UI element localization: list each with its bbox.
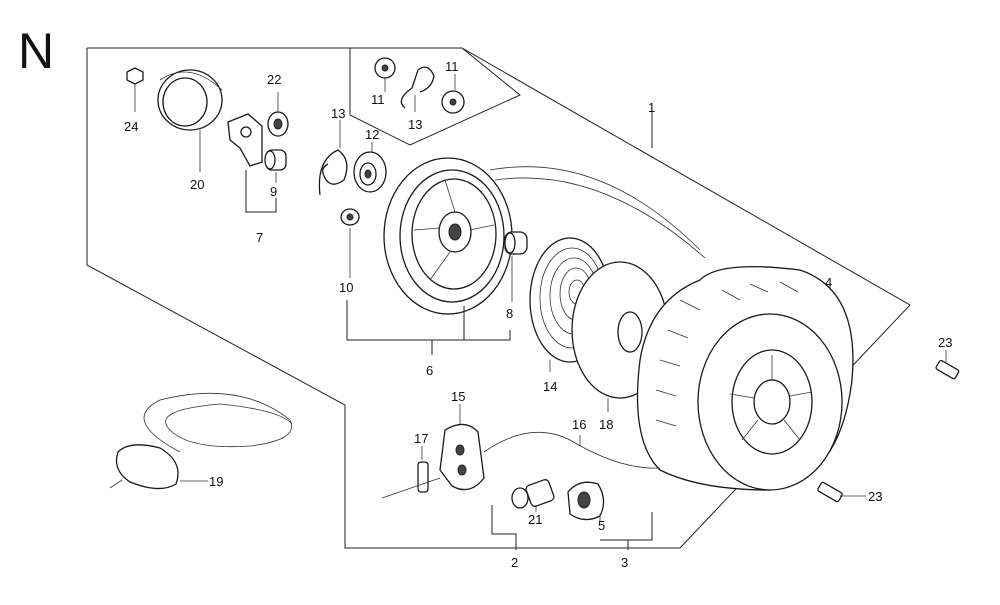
washer-11-left — [374, 57, 396, 92]
rope-handle-19 — [109, 392, 293, 490]
callout-24: 24 — [124, 119, 138, 134]
callout-13-inset: 13 — [408, 117, 422, 132]
callout-16: 16 — [572, 417, 586, 432]
nut-24 — [126, 67, 144, 112]
callout-23-lower: 23 — [868, 489, 882, 504]
callout-5: 5 — [598, 518, 605, 533]
callout-6-bracket — [346, 300, 511, 341]
spring-13-inset — [400, 66, 435, 112]
callout-6: 6 — [426, 363, 433, 378]
callout-8: 8 — [506, 306, 513, 321]
stopper-17 — [381, 446, 441, 499]
callout-4: 4 — [825, 275, 832, 290]
callout-17: 17 — [414, 431, 428, 446]
section-letter: N — [18, 23, 55, 79]
callout-3: 3 — [621, 555, 628, 570]
starter-case-4 — [636, 266, 854, 491]
callout-1: 1 — [648, 100, 655, 115]
ratchet-7 — [227, 113, 263, 167]
callout-22: 22 — [267, 72, 281, 87]
callout-2: 2 — [511, 555, 518, 570]
washer-11-right — [441, 74, 465, 114]
grip-15 — [439, 404, 485, 491]
collar-5 — [567, 481, 605, 522]
callout-21: 21 — [528, 512, 542, 527]
rope-16 — [483, 431, 661, 469]
callout-19: 19 — [209, 474, 223, 489]
callout-7: 7 — [256, 230, 263, 245]
callout-11-right: 11 — [445, 59, 459, 74]
callout-12: 12 — [365, 127, 379, 142]
inset-outline — [349, 47, 521, 146]
collar-9 — [264, 149, 287, 183]
callout-23-upper: 23 — [938, 335, 952, 350]
callout-18: 18 — [599, 417, 613, 432]
spring-13 — [318, 120, 348, 196]
bolt-23-upper — [935, 350, 960, 380]
callout-7-line — [245, 170, 277, 213]
nut-21 — [511, 479, 555, 512]
nut-10 — [340, 208, 360, 278]
callout-15: 15 — [451, 389, 465, 404]
reel-pulley-6 — [383, 157, 706, 315]
bolt-23-lower — [817, 481, 866, 503]
callout-3-bracket — [600, 512, 653, 541]
callout-2-bracket — [491, 505, 517, 550]
callout-10: 10 — [339, 280, 353, 295]
washer-22 — [267, 92, 289, 137]
callout-20: 20 — [190, 177, 204, 192]
callout-11-left: 11 — [371, 92, 385, 107]
pulley-12 — [353, 142, 387, 193]
callout-9: 9 — [270, 184, 277, 199]
callout-13-left: 13 — [331, 106, 345, 121]
callout-14: 14 — [543, 379, 557, 394]
assembly-outline — [86, 47, 911, 549]
collar-8 — [504, 231, 528, 302]
guide-ring-20 — [157, 69, 223, 172]
